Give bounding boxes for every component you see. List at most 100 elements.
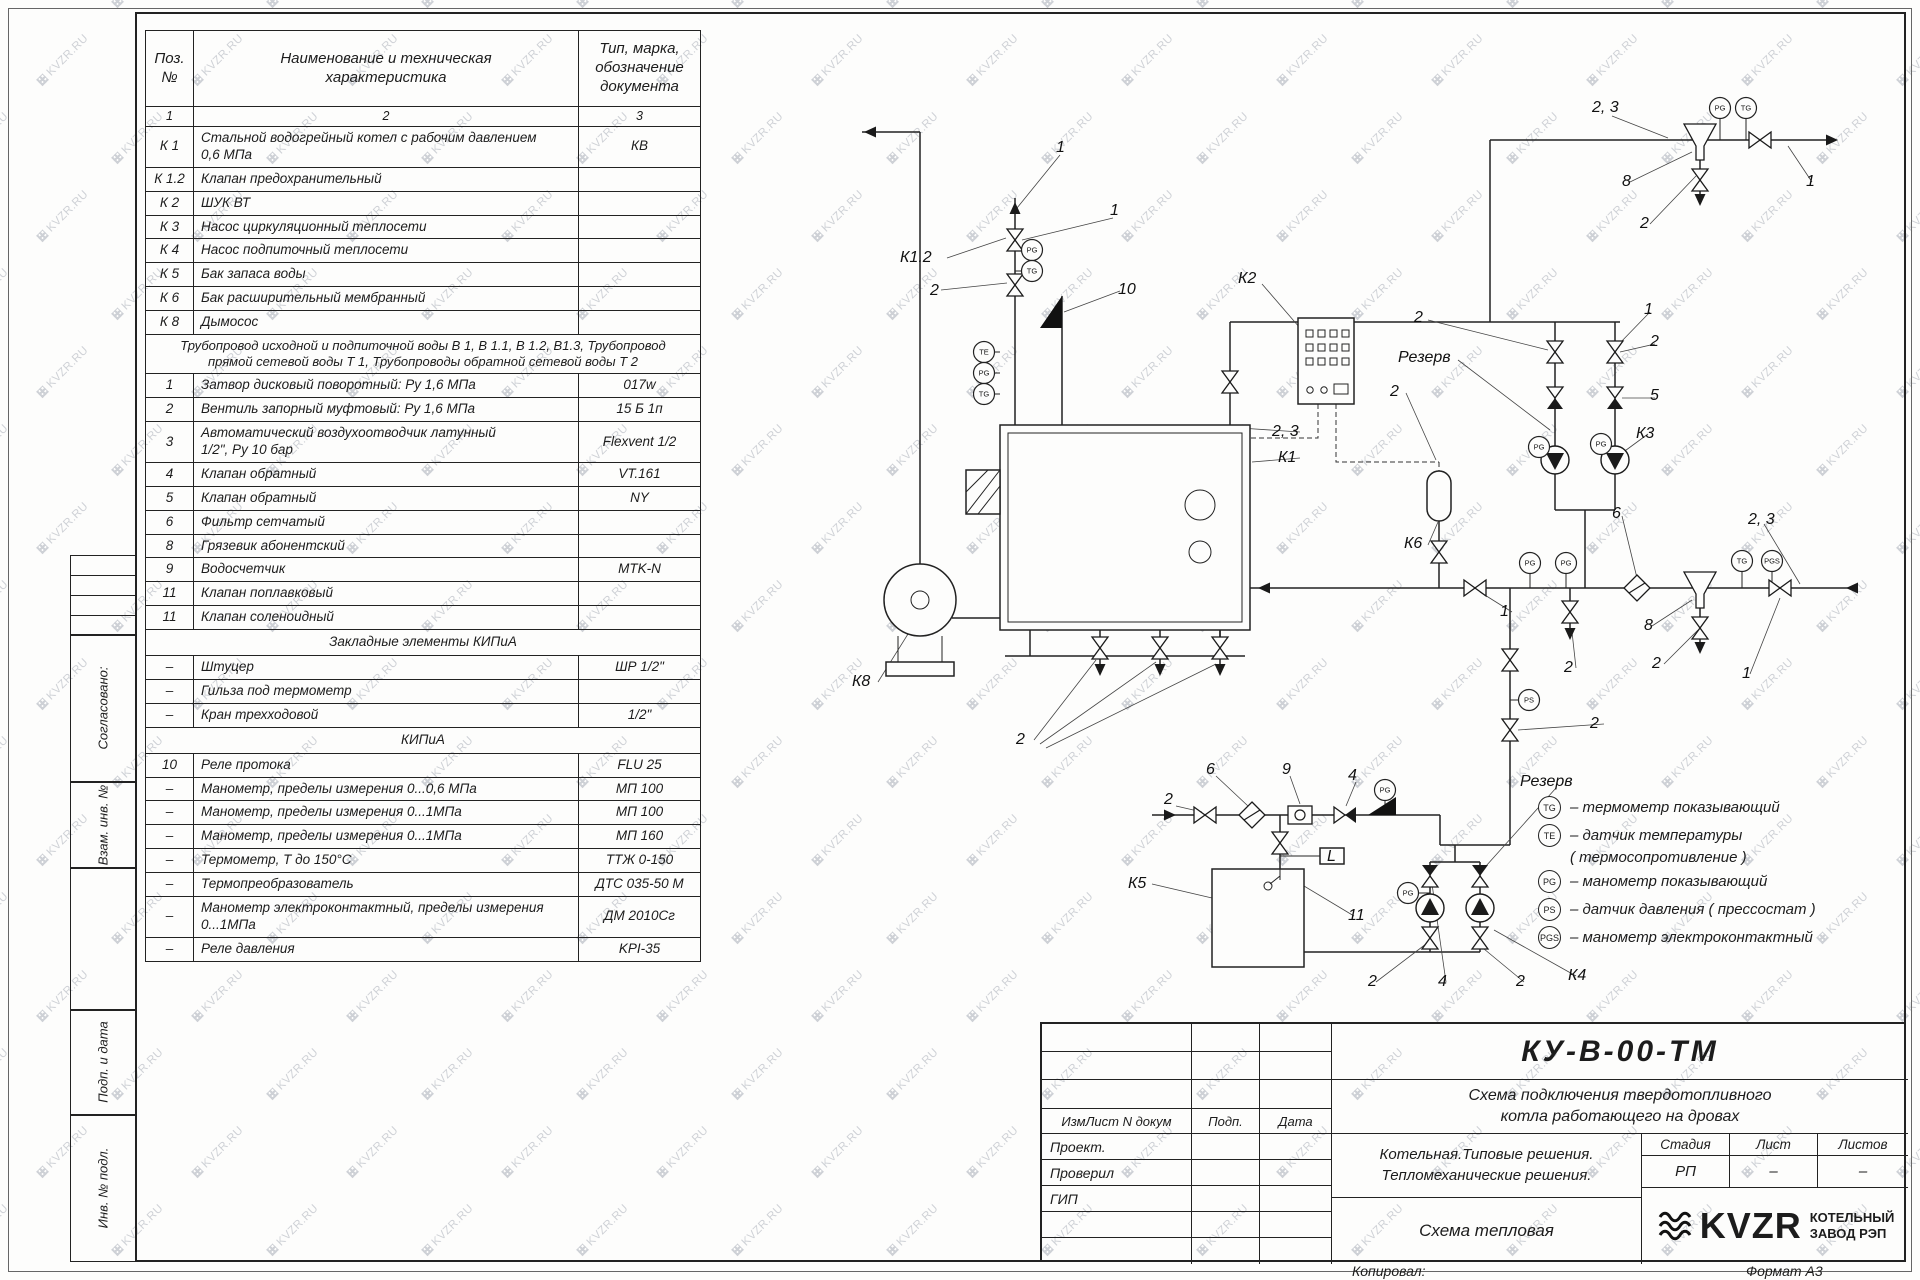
- col-number: 3: [578, 106, 701, 127]
- flow-arrow-icon: [1846, 582, 1858, 594]
- pump-icon: [1415, 893, 1445, 923]
- revision-cell: [1260, 1024, 1332, 1052]
- svg-text:PG: PG: [1534, 443, 1545, 452]
- svg-text:TG: TG: [1741, 104, 1752, 113]
- title-block: ИзмЛист N докум Подп. Дата Проект. Прове…: [1040, 1022, 1908, 1264]
- diagram-label: 2: [1563, 659, 1573, 676]
- stage-value: РП: [1642, 1156, 1730, 1188]
- leader-lines: [877, 115, 1813, 983]
- control-wiring: [1070, 404, 1440, 471]
- tb-role-cell: [1042, 1238, 1192, 1264]
- margin-box-vzam: [70, 782, 136, 868]
- drain-valve-icon: [1211, 636, 1229, 660]
- pg-instrument-icon: PG: [1373, 778, 1397, 802]
- svg-text:PG: PG: [1561, 559, 1572, 568]
- diagram-label: 2: [1639, 215, 1649, 232]
- legend-item: TG– термометр показывающий: [1538, 796, 1816, 819]
- legend-text: – манометр электроконтактный: [1570, 929, 1813, 946]
- valve-icon: [1748, 131, 1772, 149]
- margin-label: Взам. инв. №: [95, 784, 111, 866]
- inline-equipment: [1040, 123, 1717, 829]
- spec-section-row: КИПиА: [145, 726, 701, 754]
- valve-icon: [1193, 806, 1217, 824]
- drain-arrow-icon: [1094, 664, 1106, 676]
- diagram-label: К4: [1568, 967, 1586, 984]
- diagram-label: L: [1327, 848, 1336, 865]
- backflow-preventer-icon: [1368, 797, 1396, 815]
- diagram-label: К3: [1636, 425, 1654, 442]
- spec-section-row: Закладные элементы КИПиА: [145, 629, 701, 656]
- scheme-title-line2: котла работающего на дровах: [1500, 1107, 1740, 1125]
- company-line1: КОТЕЛЬНЫЙ: [1809, 1209, 1895, 1225]
- expansion-tank-k6: [1426, 470, 1452, 522]
- tb-role-cell: [1192, 1212, 1260, 1238]
- spec-header-row: Поз. № Наименование и техническая характ…: [145, 30, 701, 107]
- flow-arrow-icon: [1009, 202, 1021, 214]
- valve-icon: [1561, 600, 1579, 624]
- margin-label: Согласовано:: [95, 666, 111, 750]
- flow-arrow-icon: [1258, 582, 1270, 594]
- tb-role-cell: [1042, 1212, 1192, 1238]
- scheme-title-line1: Схема подключения твердотопливного: [1468, 1086, 1772, 1104]
- spec-table: Поз. № Наименование и техническая характ…: [145, 30, 701, 962]
- col-number: 1: [145, 106, 194, 127]
- col-header-pos: Поз. №: [145, 30, 194, 107]
- pg-instrument-icon: PG: [1589, 432, 1613, 456]
- legend-text: – манометр показывающий: [1570, 873, 1768, 890]
- diagram-label: 4: [1348, 767, 1357, 784]
- drain-arrow-icon: [1694, 194, 1706, 206]
- legend-tag-icon: PS: [1538, 898, 1561, 921]
- strainer-icon: [1623, 574, 1651, 602]
- diagram-label: 6: [1612, 505, 1621, 522]
- mud-separator-icon: [1683, 123, 1717, 161]
- spec-row: –Манометр электроконтактный, пределы изм…: [145, 895, 701, 938]
- diagram-label: 1: [1644, 301, 1653, 318]
- revision-cell: [1042, 1080, 1192, 1109]
- valve-icon: [1691, 616, 1709, 640]
- valve-icon: [1768, 579, 1792, 597]
- col-header-name: Наименование и техническая характеристик…: [193, 30, 579, 107]
- tg-instrument-icon: TG: [1730, 549, 1754, 573]
- diagram-label: 2, 3: [1591, 99, 1619, 116]
- tb-role-cell: [1260, 1160, 1332, 1186]
- svg-text:PG: PG: [1715, 104, 1726, 113]
- pg-instrument-icon: PG: [1518, 551, 1542, 575]
- diagram-label: К1: [1278, 449, 1296, 466]
- legend-tag-icon: TE: [1538, 824, 1561, 847]
- diagram-label: 1: [1806, 173, 1815, 190]
- diagram-label: К6: [1404, 535, 1422, 552]
- stage-header: Стадия: [1642, 1134, 1730, 1156]
- valve-icon: [1691, 168, 1709, 192]
- flow-arrow-icon: [864, 126, 876, 138]
- control-cabinet-k2: [1297, 317, 1355, 405]
- diagram-label: 2: [1515, 973, 1525, 990]
- revision-cell: [1260, 1052, 1332, 1080]
- tb-role-gip: ГИП: [1042, 1186, 1192, 1212]
- spec-numbering-row: 1 2 3: [145, 106, 701, 127]
- kvzr-logo-icon: [1658, 1211, 1691, 1241]
- svg-text:PG: PG: [1525, 559, 1536, 568]
- valve-icon: [1546, 340, 1564, 364]
- legend-text: – датчик давления ( прессостат ): [1570, 901, 1816, 918]
- check-valve-icon: [1471, 864, 1489, 888]
- valve-icon: [1501, 648, 1519, 672]
- valve-icon: [1271, 831, 1289, 855]
- format-label: Формат А3: [1746, 1263, 1823, 1279]
